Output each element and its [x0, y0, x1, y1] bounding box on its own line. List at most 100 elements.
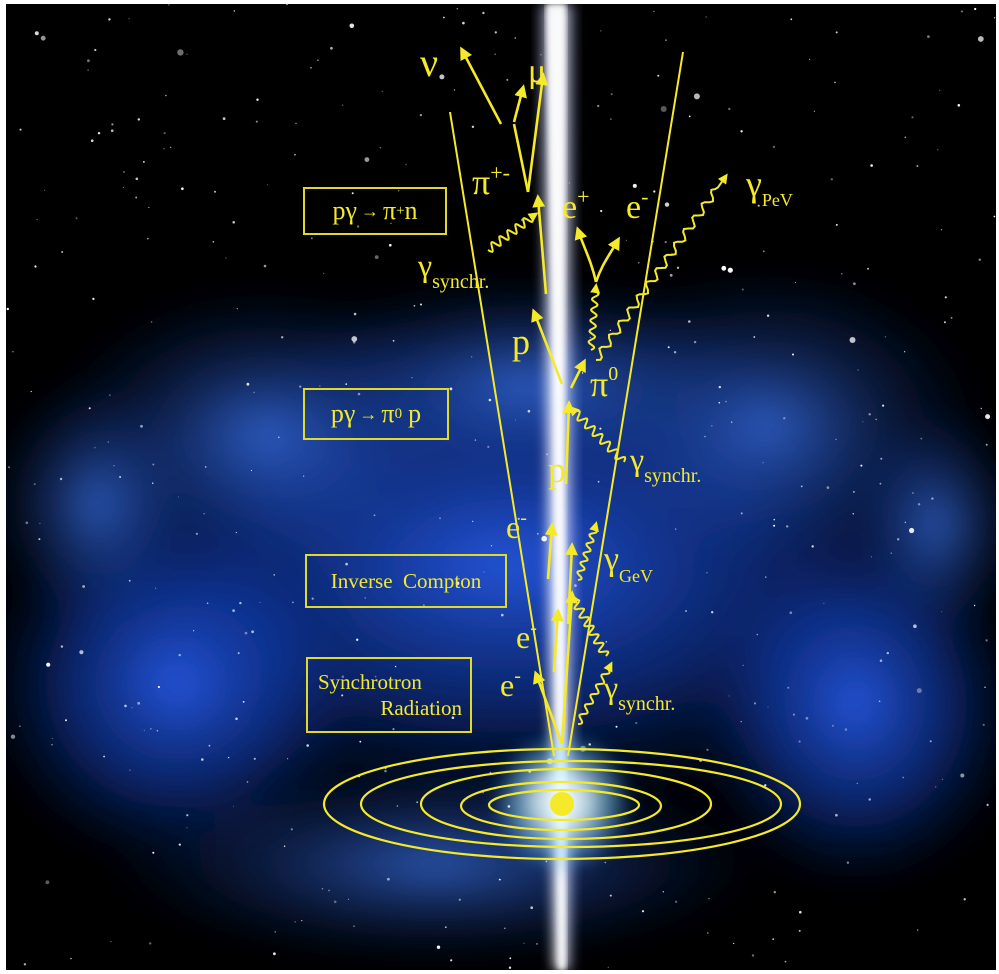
- star: [878, 700, 881, 703]
- pion-charged-label: π+-: [472, 160, 510, 202]
- star: [113, 465, 115, 467]
- star: [605, 641, 608, 643]
- star: [766, 314, 770, 317]
- star: [508, 966, 512, 969]
- star: [787, 686, 790, 689]
- star: [784, 960, 787, 963]
- star: [310, 237, 313, 240]
- star: [849, 337, 856, 343]
- star: [974, 7, 977, 11]
- star: [963, 898, 966, 901]
- star: [278, 436, 280, 439]
- star: [82, 585, 85, 588]
- star: [233, 10, 235, 12]
- star: [36, 219, 38, 221]
- proton-upper-label: p: [512, 322, 530, 362]
- star: [150, 321, 153, 323]
- star: [165, 94, 167, 97]
- star: [795, 282, 796, 283]
- star: [880, 457, 883, 460]
- star: [46, 662, 51, 667]
- star: [274, 931, 276, 933]
- star: [195, 532, 198, 535]
- star: [203, 513, 205, 515]
- star: [232, 221, 235, 224]
- star: [129, 769, 131, 771]
- star: [931, 497, 934, 500]
- star: [589, 336, 592, 338]
- star: [504, 927, 506, 930]
- star: [364, 157, 370, 163]
- star: [960, 773, 965, 778]
- star: [103, 755, 105, 758]
- photon-wave: [487, 212, 539, 253]
- star: [128, 579, 131, 582]
- muon-label: μ: [528, 53, 546, 90]
- star: [927, 35, 930, 38]
- star: [8, 466, 10, 469]
- photon-wavy-lines: [487, 173, 728, 725]
- star: [87, 59, 90, 63]
- star: [986, 803, 989, 807]
- star: [474, 439, 477, 441]
- star: [733, 942, 735, 945]
- star: [451, 716, 455, 719]
- star: [88, 407, 91, 410]
- star: [870, 556, 872, 558]
- star: [913, 624, 917, 628]
- scene-canvas: ν μ π+- e+ e- γPeV γsynchr. p π0 γsynchr…: [6, 4, 996, 970]
- particle-tracks: [460, 46, 620, 745]
- star: [811, 545, 814, 548]
- star: [33, 483, 36, 486]
- star: [657, 74, 660, 77]
- star: [664, 241, 667, 244]
- star: [625, 239, 628, 241]
- star: [950, 317, 953, 319]
- star: [75, 217, 78, 220]
- star: [800, 485, 803, 488]
- star: [490, 545, 493, 547]
- star: [253, 757, 256, 760]
- star: [835, 31, 838, 34]
- star: [941, 611, 943, 613]
- star: [985, 414, 991, 420]
- star: [394, 665, 397, 668]
- star: [405, 163, 407, 166]
- star: [110, 940, 112, 943]
- star: [273, 574, 275, 576]
- star: [773, 524, 776, 527]
- star: [341, 104, 344, 106]
- star: [607, 966, 609, 969]
- pion-neutral-label: π0: [590, 363, 618, 404]
- star: [310, 67, 312, 69]
- star: [826, 486, 830, 489]
- pion-charge: +: [396, 202, 405, 219]
- star: [462, 21, 465, 25]
- star: [379, 147, 382, 149]
- star: [51, 738, 53, 739]
- star: [60, 645, 64, 648]
- star: [157, 685, 160, 689]
- star: [852, 513, 854, 515]
- star: [653, 190, 656, 193]
- star: [140, 424, 143, 428]
- star: [798, 740, 801, 743]
- star: [665, 39, 667, 42]
- star: [667, 346, 670, 349]
- star: [34, 31, 39, 36]
- star: [943, 321, 946, 324]
- star: [283, 845, 286, 847]
- star: [523, 942, 525, 944]
- star: [597, 480, 600, 483]
- star: [600, 209, 603, 213]
- star: [214, 190, 216, 193]
- star-field: [6, 4, 996, 969]
- star: [764, 784, 767, 787]
- star: [25, 521, 29, 525]
- star: [357, 392, 361, 396]
- reaction-arrow-icon: →: [360, 200, 379, 221]
- pion-symbol: π: [382, 196, 397, 225]
- star: [514, 37, 516, 39]
- star: [222, 117, 226, 120]
- star: [536, 532, 539, 535]
